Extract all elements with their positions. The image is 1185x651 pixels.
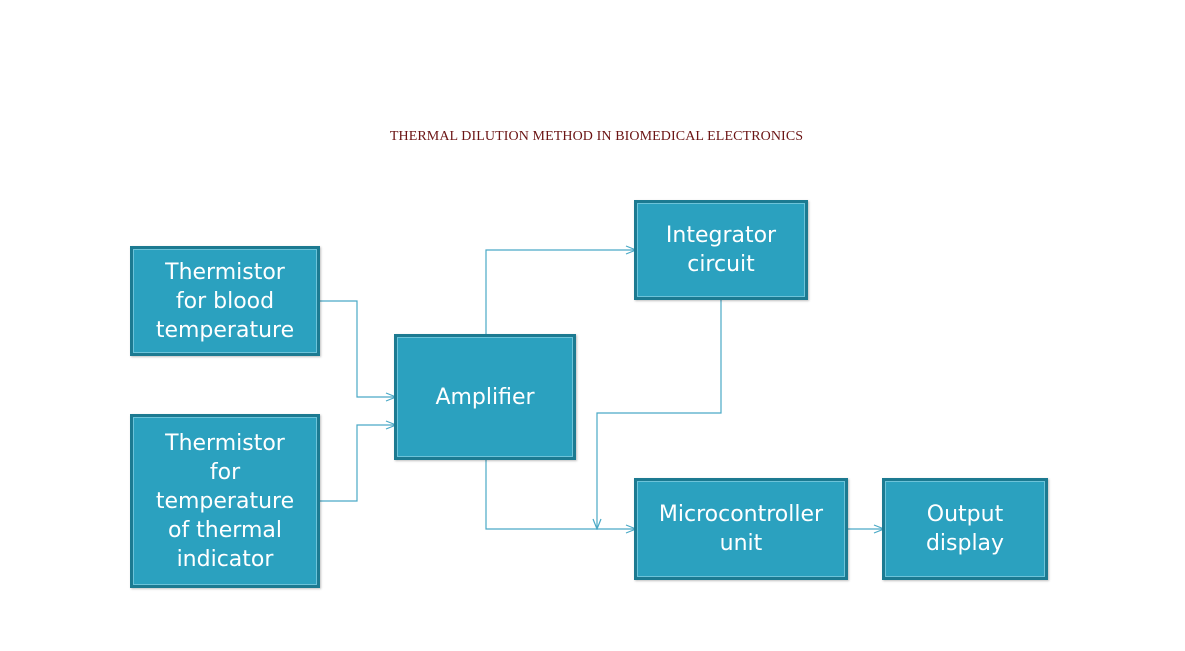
block-label: Amplifier bbox=[435, 384, 535, 410]
connector-indicator-to-amplifier bbox=[319, 425, 396, 502]
block-thermistor-indicator: Thermistor for temperature of thermal in… bbox=[130, 414, 320, 588]
block-label: Output display bbox=[925, 502, 1005, 556]
block-integrator: Integrator circuit bbox=[634, 200, 808, 300]
connector-blood-to-amplifier bbox=[319, 300, 396, 397]
block-label: Integrator circuit bbox=[665, 223, 777, 277]
block-label: Thermistor for blood temperature bbox=[155, 259, 295, 343]
block-label: Microcontroller unit bbox=[658, 502, 824, 556]
diagram-title: THERMAL DILUTION METHOD IN BIOMEDICAL EL… bbox=[389, 129, 804, 144]
block-amplifier: Amplifier bbox=[394, 334, 576, 460]
connector-amplifier-to-microcontroller bbox=[485, 459, 636, 529]
connector-amplifier-to-integrator bbox=[485, 250, 636, 336]
block-microcontroller: Microcontroller unit bbox=[634, 478, 848, 580]
block-output-display: Output display bbox=[882, 478, 1048, 580]
block-thermistor-blood: Thermistor for blood temperature bbox=[130, 246, 320, 356]
block-label: Thermistor for temperature of thermal in… bbox=[155, 430, 295, 572]
